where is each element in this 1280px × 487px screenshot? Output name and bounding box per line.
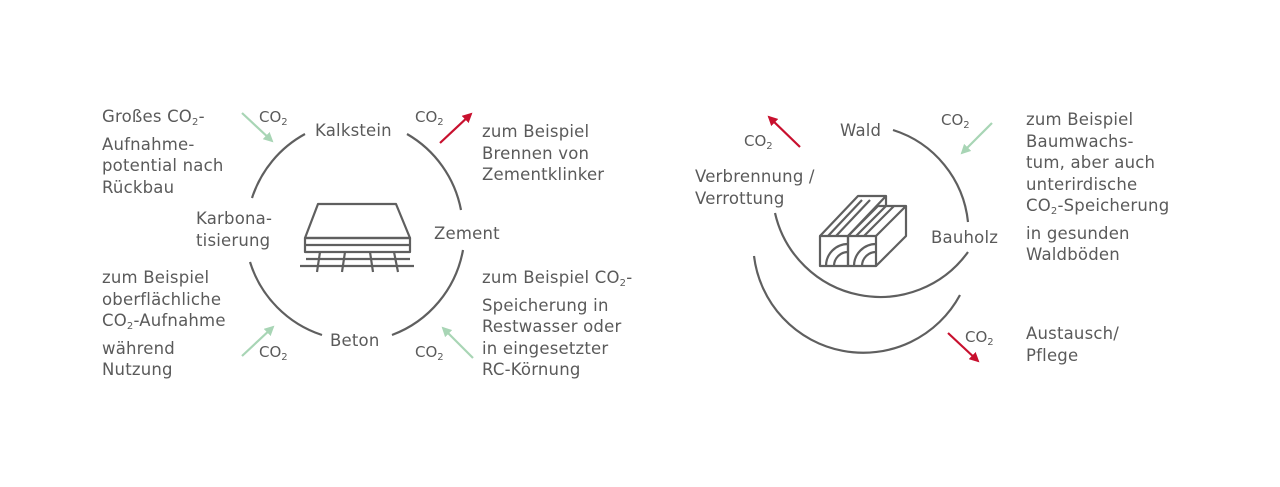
co2-emission-arrow xyxy=(439,112,473,144)
note-surface-uptake: zum Beispiel oberflächliche CO2-Aufnahme… xyxy=(102,268,226,379)
co2-label: CO2 xyxy=(941,111,970,131)
co2-label: CO2 xyxy=(415,343,444,363)
node-bauholz: Bauholz xyxy=(931,228,999,247)
co2-storage-arrow xyxy=(441,326,474,359)
note-forest-storage: zum Beispiel Baumwachs- tum, aber auch u… xyxy=(1026,110,1170,264)
co2-label: CO2 xyxy=(965,328,994,348)
co2-label: CO2 xyxy=(415,108,444,128)
timber-beams-icon xyxy=(818,194,908,268)
node-beton: Beton xyxy=(330,331,380,350)
co2-uptake-arrow xyxy=(241,325,275,357)
note-residual-storage: zum Beispiel CO2- Speicherung in Restwas… xyxy=(482,268,633,379)
co2-label: CO2 xyxy=(259,108,288,128)
co2-uptake-arrow xyxy=(241,112,274,143)
co2-label: CO2 xyxy=(744,132,773,152)
co2-label: CO2 xyxy=(259,343,288,363)
node-zement: Zement xyxy=(434,224,500,243)
co2-emission-arrow xyxy=(947,332,980,363)
wood-cycle-circle xyxy=(752,128,970,354)
node-wald: Wald xyxy=(840,121,882,140)
note-clinker-burning: zum Beispiel Brennen von Zementklinker xyxy=(482,122,605,184)
node-karbonatisierung: Karbona- tisierung xyxy=(196,209,273,250)
node-verbrennung: Verbrennung / Verrottung xyxy=(695,167,815,208)
cement-cycle-circle xyxy=(248,133,465,337)
note-exchange-maintenance: Austausch/ Pflege xyxy=(1026,324,1120,365)
concrete-slab-icon xyxy=(300,202,414,273)
co2-emission-arrow xyxy=(767,115,801,148)
co2-uptake-arrow xyxy=(960,122,993,155)
node-kalkstein: Kalkstein xyxy=(315,121,392,140)
note-recycling-uptake: Großes CO2- Aufnahme- potential nach Rüc… xyxy=(102,107,224,197)
